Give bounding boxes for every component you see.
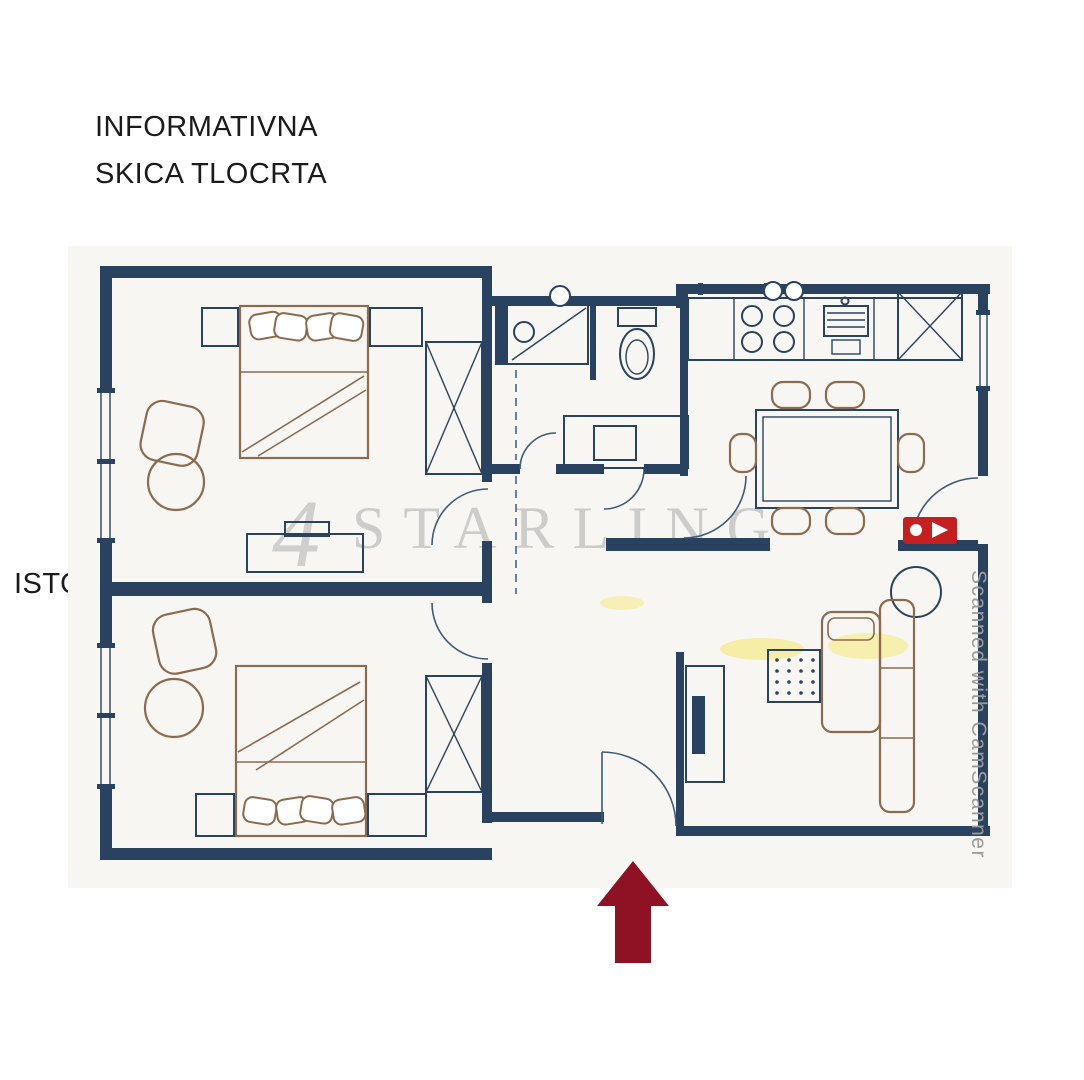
kitchen-sink — [823, 296, 869, 355]
nightstand-1-left — [201, 307, 239, 347]
vanity-unit — [563, 415, 689, 469]
nightstand-1-right — [369, 307, 423, 347]
round-table-1 — [146, 452, 206, 512]
dining-chairs — [728, 380, 926, 536]
tv-unit — [685, 665, 725, 783]
camscanner-watermark: Scanned with CamScanner — [967, 570, 990, 859]
door-entrance — [601, 751, 677, 827]
brand-watermark-text: STARLING — [352, 495, 788, 561]
page-title: INFORMATIVNA SKICA TLOCRTA — [95, 104, 327, 198]
nightstand-2-right — [367, 793, 427, 837]
shower — [495, 303, 589, 365]
red-marker — [903, 517, 957, 544]
door-kitchen — [683, 475, 747, 539]
double-bed-1 — [238, 304, 370, 460]
doors — [431, 370, 979, 827]
highlight-mark-2 — [828, 633, 908, 659]
door-bedroom-1 — [431, 488, 489, 546]
bathroom — [495, 285, 689, 469]
walls — [100, 266, 990, 860]
window-left-lower — [97, 643, 115, 789]
dresser-1 — [246, 521, 364, 573]
coffee-table — [767, 649, 821, 703]
round-table-2 — [143, 677, 205, 739]
scan-paper-area — [68, 246, 1012, 888]
wardrobe-1 — [425, 341, 483, 475]
washbasin — [549, 285, 571, 307]
wall-vent-1 — [763, 281, 783, 301]
side-round-table — [890, 566, 942, 618]
double-bed-2 — [234, 664, 368, 838]
windows — [97, 283, 990, 789]
window-left-upper — [97, 388, 115, 543]
door-bathroom — [519, 432, 557, 470]
bedroom-1 — [139, 304, 483, 573]
toilet — [617, 307, 657, 380]
living-room — [600, 517, 957, 814]
kitchen-dining — [687, 281, 963, 536]
page-title-line2: SKICA TLOCRTA — [95, 158, 328, 190]
bedroom-2 — [143, 607, 483, 838]
highlight-mark-3 — [600, 596, 644, 610]
wardrobe-2 — [425, 675, 483, 793]
stove — [741, 305, 795, 353]
wc — [617, 307, 657, 380]
armchair-2 — [151, 607, 218, 675]
page-title-line1: INFORMATIVNA — [95, 111, 318, 143]
sofa — [820, 598, 916, 814]
entrance-arrow — [597, 861, 669, 963]
armchair-1 — [139, 399, 205, 467]
tall-cupboard — [897, 291, 963, 361]
nightstand-2-left — [195, 793, 235, 837]
wall-vent-2 — [784, 281, 804, 301]
door-bedroom-2 — [431, 602, 489, 660]
door-wc — [603, 468, 645, 510]
highlight-mark-1 — [720, 638, 804, 660]
window-right — [976, 310, 990, 391]
